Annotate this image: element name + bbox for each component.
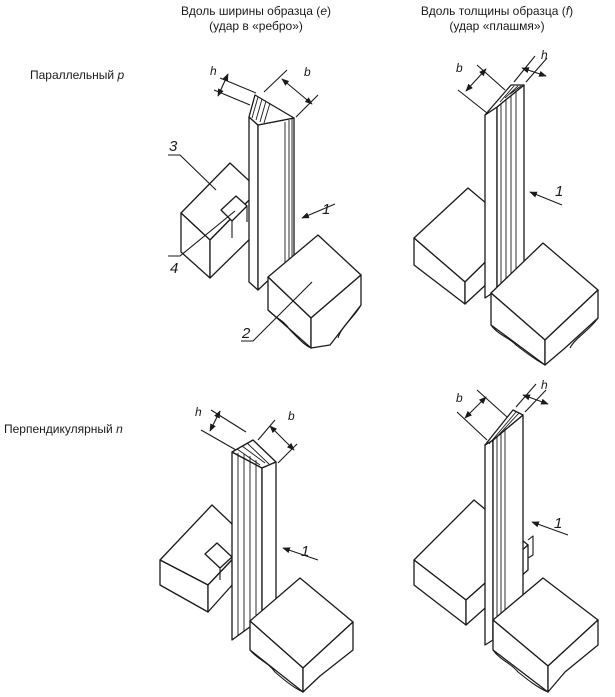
svg-text:4: 4 xyxy=(170,260,178,277)
specimen-bar xyxy=(248,94,295,291)
callout-notch: 4 xyxy=(168,210,236,277)
svg-text:3: 3 xyxy=(169,138,178,155)
specimen-bar xyxy=(231,439,277,641)
dimension-b: b xyxy=(257,409,298,464)
column-title: Вдоль толщины образца ( xyxy=(420,4,566,18)
callout-specimen: 3 xyxy=(168,138,217,191)
column-header-edgewise: Вдоль ширины образца (e) (удар в «ребро»… xyxy=(176,4,336,34)
svg-text:b: b xyxy=(288,409,295,423)
column-title-close: ) xyxy=(327,4,331,18)
panel-parallel-flatwise: b h 1 xyxy=(413,48,599,366)
column-code: f xyxy=(565,4,570,18)
svg-text:h: h xyxy=(195,405,202,419)
column-code: e xyxy=(320,4,327,18)
svg-text:1: 1 xyxy=(322,201,330,218)
impact-direction-arrow: 1 xyxy=(282,543,319,561)
dimension-b: b xyxy=(456,61,506,114)
row-label-perpendicular: Перпендикулярный n xyxy=(4,422,123,436)
panel-perpendicular-edgewise: h b 1 xyxy=(159,405,354,693)
svg-text:h: h xyxy=(210,64,217,78)
svg-text:1: 1 xyxy=(554,515,562,532)
support-block-right xyxy=(490,242,599,366)
specimen-bar xyxy=(484,409,524,646)
svg-text:h: h xyxy=(541,378,548,392)
support-block-right xyxy=(492,577,599,693)
row-label-parallel: Параллельный p xyxy=(30,68,125,82)
impact-direction-arrow: 1 xyxy=(531,515,569,536)
svg-text:2: 2 xyxy=(241,325,251,342)
column-header-flatwise: Вдоль толщины образца (f) (удар «плашмя»… xyxy=(412,4,582,34)
column-subtitle: (удар в «ребро») xyxy=(209,19,303,33)
svg-text:1: 1 xyxy=(301,543,309,560)
dimension-b: b xyxy=(456,389,508,441)
svg-text:1: 1 xyxy=(555,183,563,200)
callout-support: 2 xyxy=(241,281,313,342)
dimension-h: h xyxy=(210,64,257,106)
column-title-close: ) xyxy=(569,4,574,18)
panel-perpendicular-flatwise: b h 1 xyxy=(413,378,599,693)
support-block-right xyxy=(249,577,354,693)
svg-text:b: b xyxy=(456,391,463,405)
impact-direction-arrow: 1 xyxy=(529,183,563,206)
dimension-b: b xyxy=(263,65,319,118)
dimension-h: h xyxy=(513,48,548,83)
impact-direction-arrow: 1 xyxy=(301,201,336,219)
column-subtitle: (удар «плашмя») xyxy=(449,19,545,33)
support-block-left xyxy=(180,162,260,279)
svg-text:b: b xyxy=(304,65,311,79)
support-block-right xyxy=(267,234,362,349)
specimen-bar xyxy=(484,84,525,299)
panel-parallel-edgewise: h b 1 3 4 xyxy=(168,64,362,349)
svg-text:h: h xyxy=(541,48,548,62)
dimension-h: h xyxy=(195,405,247,451)
column-title: Вдоль ширины образца ( xyxy=(181,4,321,18)
svg-text:b: b xyxy=(456,61,463,75)
dimension-h: h xyxy=(515,378,549,413)
